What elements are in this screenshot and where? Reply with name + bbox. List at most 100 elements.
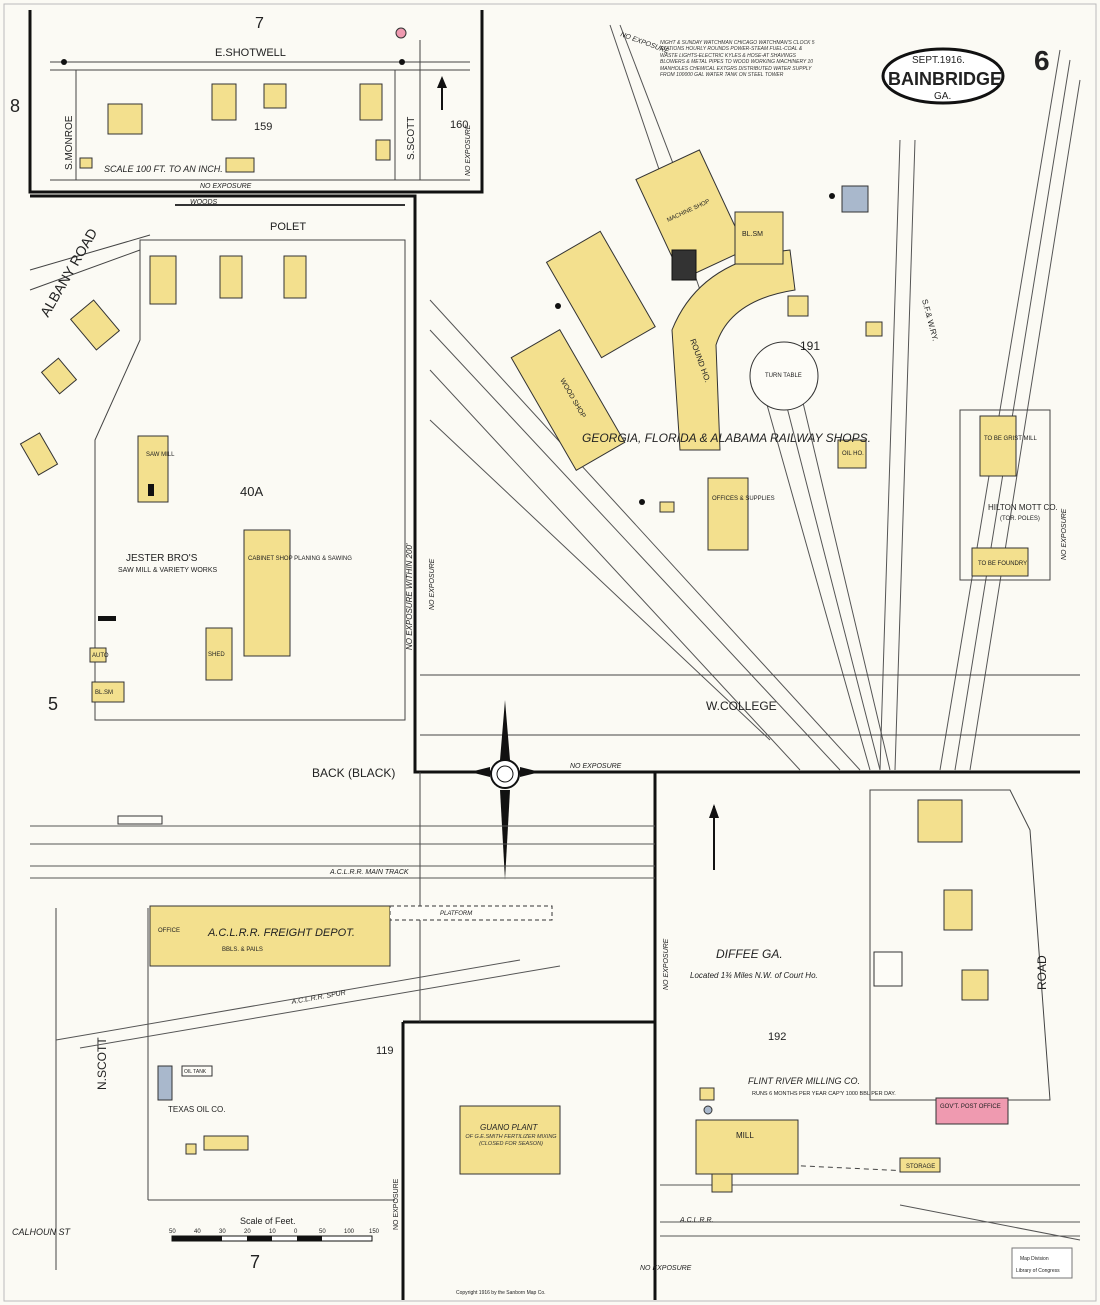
building-label: BBLS. & PAILS bbox=[222, 947, 263, 953]
block-number: 119 bbox=[376, 1045, 394, 1057]
scale-bar bbox=[171, 1235, 373, 1242]
oil-tank bbox=[181, 1065, 213, 1077]
scale-tick-label: 150 bbox=[369, 1229, 380, 1235]
mill-annex bbox=[711, 1173, 733, 1193]
hydrant bbox=[399, 59, 405, 65]
street-label: POLET bbox=[270, 221, 306, 233]
post-office bbox=[935, 1097, 1009, 1125]
scale-tick-label: 10 bbox=[269, 1229, 276, 1235]
block-number: 7 bbox=[250, 1252, 260, 1272]
guano-sub: OF G.E.SMITH FERTILIZER MIXING (CLOSED F… bbox=[465, 1134, 557, 1147]
scale-title: Scale of Feet. bbox=[240, 1216, 296, 1226]
dwelling bbox=[917, 799, 963, 843]
exposure-note: NO EXPOSURE bbox=[663, 938, 670, 990]
exposure-note: NO EXPOSURE bbox=[570, 763, 622, 770]
building-label: TO BE FOUNDRY bbox=[978, 561, 1027, 567]
location-note: Located 1¾ Miles N.W. of Court Ho. bbox=[690, 971, 818, 980]
oil-storage bbox=[203, 1135, 249, 1151]
business-sub: SAW MILL & VARIETY WORKS bbox=[118, 567, 218, 574]
water-tower bbox=[841, 185, 869, 213]
business-name: A.C.L.R.R. FREIGHT DEPOT. bbox=[207, 927, 355, 939]
shed bbox=[873, 951, 903, 987]
exposure-note: NO EXPOSURE bbox=[465, 124, 472, 176]
scale-note: SCALE 100 FT. TO AN INCH. bbox=[104, 164, 223, 174]
building-label: OFFICE bbox=[158, 928, 180, 934]
hydrant bbox=[829, 193, 835, 199]
dwelling bbox=[211, 83, 237, 121]
place-name: DIFFEE GA. bbox=[716, 947, 783, 961]
block-159 bbox=[50, 27, 470, 181]
block-boundaries bbox=[28, 10, 1080, 1300]
exposure-note: NO EXPOSURE bbox=[393, 1178, 400, 1230]
foundry bbox=[971, 547, 1029, 577]
business-name: GUANO PLANT bbox=[480, 1123, 538, 1132]
dwelling bbox=[283, 255, 307, 299]
block-191 bbox=[420, 24, 1081, 771]
building-label: BL.SM bbox=[742, 231, 763, 238]
shop bbox=[545, 230, 656, 359]
place-name: BAINBRIDGE bbox=[888, 69, 1002, 89]
street-label: ROAD bbox=[1035, 955, 1049, 990]
shed bbox=[659, 501, 675, 513]
building-label: STORAGE bbox=[906, 1164, 935, 1170]
fire-alarm-box bbox=[395, 27, 407, 39]
round-house bbox=[671, 249, 796, 451]
block-number: 7 bbox=[255, 15, 264, 32]
boiler bbox=[148, 484, 154, 496]
business-name: HILTON MOTT CO. bbox=[988, 503, 1058, 512]
wood-shop bbox=[510, 329, 626, 471]
north-arrow-icon bbox=[437, 76, 447, 88]
sheet-border bbox=[3, 3, 1097, 1302]
stamp-text: Library of Congress bbox=[1016, 1268, 1060, 1274]
dwelling bbox=[19, 432, 59, 476]
block-number: 5 bbox=[48, 694, 58, 714]
building-label: CABINET SHOP PLANING & SAWING bbox=[248, 556, 352, 562]
mill bbox=[695, 1119, 799, 1175]
freight-depot bbox=[149, 905, 391, 967]
guano-sub-text: OF G.E.SMITH FERTILIZER MIXING (CLOSED F… bbox=[465, 1134, 557, 1147]
building-label: BL.SM bbox=[95, 690, 113, 696]
library-stamp bbox=[1011, 1247, 1073, 1279]
hydrant bbox=[555, 303, 561, 309]
cabinet-shop bbox=[243, 529, 291, 657]
railway-shops-title: GEORGIA, FLORIDA & ALABAMA RAILWAY SHOPS… bbox=[582, 431, 871, 445]
exposure-note: NO EXPOSURE bbox=[429, 558, 436, 610]
business-name: TEXAS OIL CO. bbox=[168, 1105, 226, 1114]
street-label: E.SHOTWELL bbox=[215, 47, 286, 59]
state-name: GA. bbox=[934, 91, 951, 102]
north-arrow-icon bbox=[709, 804, 719, 818]
shed bbox=[375, 139, 391, 161]
office bbox=[157, 1065, 173, 1101]
business-name: JESTER BRO'S bbox=[126, 553, 198, 564]
stamp-text: Map Division bbox=[1020, 1256, 1049, 1262]
shed bbox=[79, 157, 93, 169]
block-number: 159 bbox=[254, 121, 272, 133]
street-label: BACK (BLACK) bbox=[312, 766, 395, 780]
boiler-house bbox=[671, 249, 697, 281]
street-label: N.SCOTT bbox=[95, 1037, 109, 1090]
dwelling bbox=[263, 83, 287, 109]
dwelling bbox=[149, 255, 177, 305]
building-label: OIL HO. bbox=[842, 451, 864, 457]
dwelling bbox=[943, 889, 973, 931]
dwelling bbox=[107, 103, 143, 135]
street-label: S.MONROE bbox=[64, 115, 75, 170]
dwelling bbox=[219, 255, 243, 299]
blacksmith bbox=[91, 681, 125, 703]
building-label: SHED bbox=[208, 652, 225, 658]
block-number: 160 bbox=[450, 119, 468, 131]
building-label: OIL TANK bbox=[184, 1069, 207, 1075]
hydrant bbox=[61, 59, 67, 65]
service-note: NIGHT & SUNDAY WATCHMAN CHICAGO WATCHMAN… bbox=[660, 40, 815, 78]
map-date: SEPT.1916. bbox=[912, 55, 965, 66]
exposure-note: NO EXPOSURE bbox=[200, 183, 252, 190]
compass-rose-icon bbox=[470, 700, 540, 880]
shed bbox=[865, 321, 883, 337]
copyright: Copyright 1916 by the Sanborn Map Co. bbox=[456, 1290, 546, 1296]
dwelling bbox=[961, 969, 989, 1001]
street-label: W.COLLEGE bbox=[706, 699, 777, 713]
block-number: 191 bbox=[800, 339, 820, 353]
dwelling bbox=[40, 357, 78, 395]
